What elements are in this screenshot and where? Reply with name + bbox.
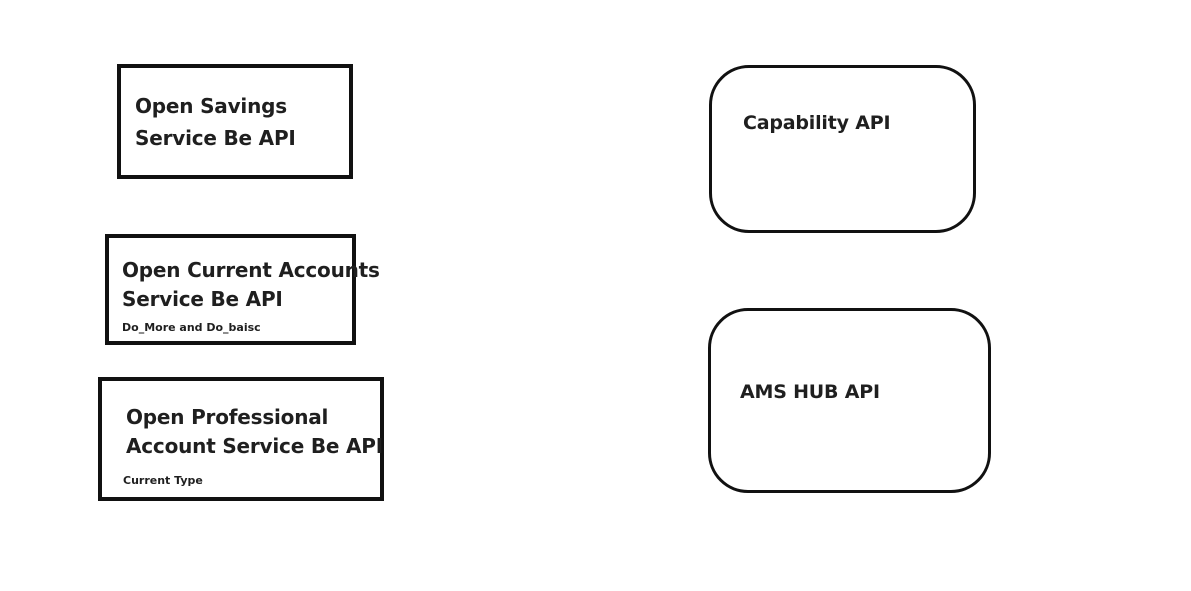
title-line: Open Current Accounts (122, 258, 380, 282)
ams-hub-api-box: AMS HUB API (708, 308, 991, 493)
open-savings-service-title: Open Savings Service Be API (135, 90, 296, 154)
capability-api-title: Capability API (743, 112, 891, 134)
title-line: Service Be API (122, 287, 283, 311)
open-savings-service-box: Open Savings Service Be API (117, 64, 353, 179)
title-line: Open Savings (135, 94, 287, 118)
capability-api-box: Capability API (709, 65, 976, 233)
ams-hub-api-title: AMS HUB API (740, 381, 880, 403)
open-professional-note: Current Type (123, 474, 203, 487)
open-professional-account-service-title: Open Professional Account Service Be API (126, 403, 383, 461)
open-current-accounts-note: Do_More and Do_baisc (122, 321, 261, 334)
title-line: Account Service Be API (126, 434, 383, 458)
title-line: Service Be API (135, 126, 296, 150)
open-current-accounts-service-title: Open Current Accounts Service Be API (122, 256, 380, 314)
open-professional-account-service-box: Open Professional Account Service Be API… (98, 377, 384, 501)
open-current-accounts-service-box: Open Current Accounts Service Be API Do_… (105, 234, 380, 345)
title-line: Open Professional (126, 405, 329, 429)
